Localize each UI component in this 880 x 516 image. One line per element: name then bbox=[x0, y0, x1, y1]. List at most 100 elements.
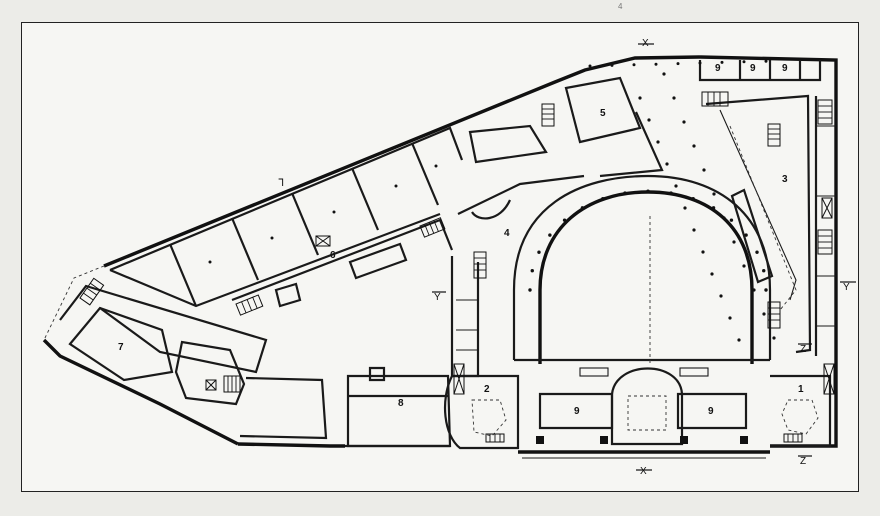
column-dot bbox=[728, 316, 732, 320]
column-dot bbox=[752, 288, 756, 292]
stair-east-1 bbox=[817, 99, 833, 125]
column-dot bbox=[710, 272, 714, 276]
entrance-pier bbox=[536, 436, 544, 444]
north-west-facade bbox=[103, 55, 701, 268]
west-wing-dashed-edge bbox=[43, 265, 105, 341]
room-2-outline bbox=[443, 374, 520, 450]
column-dot bbox=[732, 240, 736, 244]
west-service-block bbox=[174, 340, 246, 406]
hall-colonnade bbox=[528, 189, 768, 292]
entrance-pier bbox=[680, 436, 688, 444]
room-center-dot bbox=[208, 260, 212, 264]
stair-room-1 bbox=[783, 433, 803, 443]
room-label-2: 2 bbox=[484, 384, 490, 395]
column-dot bbox=[530, 269, 534, 273]
elevator-shaft bbox=[315, 235, 331, 247]
sheet-corner-mark: 4 bbox=[618, 2, 623, 11]
hall-outer-shell bbox=[512, 174, 772, 360]
west-wing bbox=[59, 284, 328, 440]
room-label-9-north-b: 9 bbox=[750, 63, 756, 74]
east-diagonal-wall bbox=[730, 188, 774, 284]
wing-partition bbox=[168, 243, 198, 307]
column-dot bbox=[580, 206, 585, 210]
room-1-outline bbox=[770, 374, 832, 448]
room-center-dot bbox=[332, 210, 336, 214]
room-5-outline bbox=[564, 76, 642, 144]
column-dot bbox=[702, 168, 706, 172]
wing-partition bbox=[410, 142, 440, 206]
north-wing-mark: ᒣ bbox=[278, 178, 284, 189]
column-dot bbox=[683, 206, 687, 210]
stair-wing-east bbox=[419, 217, 446, 238]
column-dot bbox=[537, 250, 541, 254]
stairs bbox=[79, 91, 833, 443]
stair-room-2 bbox=[485, 433, 505, 443]
elevator-shaft bbox=[821, 197, 833, 219]
column-dot bbox=[772, 336, 776, 340]
section-marker-top-x: X bbox=[642, 38, 649, 49]
concourse-colonnade bbox=[588, 59, 776, 342]
column-dot bbox=[692, 144, 696, 148]
room-8-outline bbox=[346, 374, 452, 448]
room-label-4: 4 bbox=[504, 228, 510, 239]
south-west-facade bbox=[42, 338, 239, 446]
column-dot bbox=[712, 192, 716, 196]
wing-inner-wall bbox=[109, 126, 464, 272]
plan-frame bbox=[21, 22, 859, 492]
column-dot bbox=[632, 63, 636, 67]
wing-partition bbox=[290, 192, 320, 256]
room-label-3: 3 bbox=[782, 174, 788, 185]
room-label-6: 6 bbox=[330, 250, 336, 261]
column-dot bbox=[764, 288, 768, 292]
stair-north bbox=[541, 103, 555, 127]
section-markers: X X Y Y Z Z ᒣ bbox=[278, 38, 856, 477]
room-center-dot bbox=[270, 236, 274, 240]
east-block bbox=[468, 60, 836, 356]
room-label-8: 8 bbox=[398, 398, 404, 409]
room-1-octagon bbox=[781, 399, 819, 435]
corridor-north-wall-4 bbox=[457, 174, 585, 215]
column-dot bbox=[610, 63, 614, 67]
room-3-dashed bbox=[729, 125, 797, 311]
column-dot bbox=[762, 269, 766, 273]
outer-walls bbox=[42, 55, 838, 459]
column-dot bbox=[764, 59, 768, 63]
room-9-east bbox=[676, 392, 748, 430]
stair-room-3 bbox=[767, 123, 781, 147]
stair-west-service bbox=[223, 375, 241, 393]
north-service-room bbox=[468, 124, 548, 164]
column-dot bbox=[755, 250, 759, 254]
vestibule-inner bbox=[627, 395, 667, 431]
foyer-stair bbox=[579, 367, 609, 377]
column-dot bbox=[674, 184, 678, 188]
column-dot bbox=[656, 140, 660, 144]
entrance-pier bbox=[740, 436, 748, 444]
room-label-1: 1 bbox=[798, 384, 804, 395]
wing-partition bbox=[350, 167, 380, 231]
room-2-octagon bbox=[471, 399, 507, 437]
central-corridor bbox=[450, 174, 585, 378]
section-marker-right-y: Y bbox=[843, 282, 850, 293]
room-label-7: 7 bbox=[118, 342, 124, 353]
stair-north-east bbox=[701, 91, 729, 107]
room-7-outline bbox=[68, 306, 174, 382]
column-dot bbox=[623, 191, 627, 195]
column-dot bbox=[742, 264, 746, 268]
column-dot bbox=[742, 60, 746, 64]
corridor-curve-north bbox=[599, 111, 664, 178]
column-dot bbox=[744, 233, 748, 237]
column-dot bbox=[638, 96, 642, 100]
room-center-dot bbox=[434, 164, 438, 168]
room-3-diagonal bbox=[719, 109, 797, 301]
section-marker-right-z: Z bbox=[800, 344, 806, 355]
stair-wing-west bbox=[235, 294, 264, 316]
room-label-9-south-west: 9 bbox=[574, 406, 580, 417]
rotunda-curve bbox=[471, 199, 512, 220]
elevator-shaft bbox=[205, 379, 217, 391]
section-marker-bottom-x: X bbox=[640, 466, 647, 477]
room-8-vestibule bbox=[368, 366, 386, 382]
column-dot bbox=[528, 288, 532, 292]
stair-east-3 bbox=[767, 301, 781, 329]
column-dot bbox=[654, 62, 658, 66]
